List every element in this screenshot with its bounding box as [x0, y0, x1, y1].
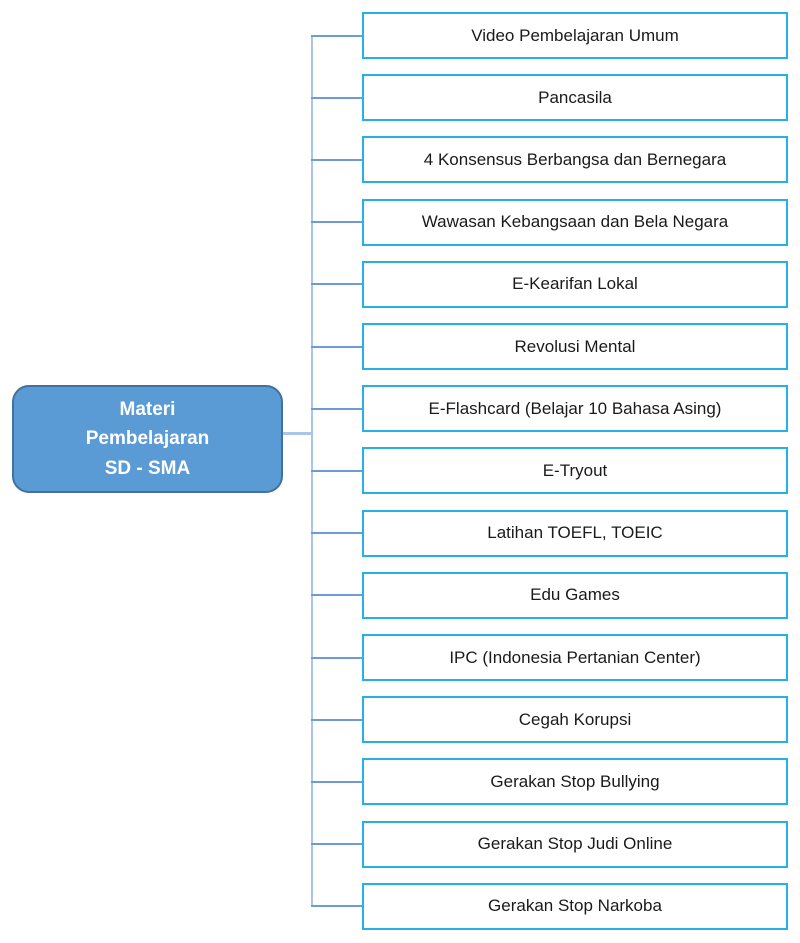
node-label: IPC (Indonesia Pertanian Center)	[449, 647, 701, 667]
branch-connector-line	[311, 34, 362, 37]
node-box: Gerakan Stop Judi Online	[362, 820, 788, 868]
tree-branch-row: E-Kearifan Lokal	[311, 260, 788, 308]
tree-branch-row: IPC (Indonesia Pertanian Center)	[311, 634, 788, 681]
node-box: Latihan TOEFL, TOEIC	[362, 509, 788, 557]
node-box: Gerakan Stop Narkoba	[362, 882, 788, 930]
branch-connector-line	[311, 780, 362, 783]
tree-branch-row: Video Pembelajaran Umum	[311, 12, 788, 59]
branch-connector-line	[311, 283, 362, 286]
node-label: Gerakan Stop Judi Online	[477, 834, 673, 854]
node-box: 4 Konsensus Berbangsa dan Bernegara	[362, 136, 788, 184]
tree-branch-row: Cegah Korupsi	[311, 696, 788, 744]
branch-connector-line	[311, 469, 362, 472]
branch-connector-line	[311, 345, 362, 348]
tree-branch-row: Pancasila	[311, 74, 788, 122]
node-label: Pancasila	[538, 87, 612, 107]
branch-connector-line	[311, 532, 362, 535]
node-label: Wawasan Kebangsaan dan Bela Negara	[421, 212, 729, 232]
branch-connector-line	[311, 594, 362, 597]
tree-branch-row: 4 Konsensus Berbangsa dan Bernegara	[311, 136, 788, 184]
tree-branch-row: E-Tryout	[311, 447, 788, 495]
node-box: Edu Games	[362, 571, 788, 619]
root-connector-line	[283, 432, 311, 435]
tree-branch-row: Gerakan Stop Judi Online	[311, 820, 788, 868]
node-label: E-Tryout	[542, 460, 608, 480]
node-box: E-Flashcard (Belajar 10 Bahasa Asing)	[362, 385, 788, 433]
tree-branch-row: Gerakan Stop Bullying	[311, 758, 788, 806]
branch-connector-line	[311, 407, 362, 410]
branch-connector-line	[311, 221, 362, 224]
root-node-label: Materi Pembelajaran SD - SMA	[85, 398, 210, 479]
tree-branch-row: Latihan TOEFL, TOEIC	[311, 509, 788, 557]
node-box: Cegah Korupsi	[362, 696, 788, 744]
branch-connector-line	[311, 656, 362, 659]
node-box: Pancasila	[362, 74, 788, 122]
node-label: 4 Konsensus Berbangsa dan Bernegara	[423, 149, 727, 169]
node-label: E-Flashcard (Belajar 10 Bahasa Asing)	[428, 398, 722, 418]
node-box: E-Kearifan Lokal	[362, 260, 788, 308]
branch-connector-line	[311, 96, 362, 99]
node-label: Edu Games	[530, 585, 620, 605]
branch-connector-line	[311, 718, 362, 721]
tree-branch-row: Revolusi Mental	[311, 323, 788, 370]
node-label: Revolusi Mental	[514, 336, 636, 356]
branch-connector-line	[311, 905, 362, 908]
tree-branch-row: Edu Games	[311, 571, 788, 619]
node-box: IPC (Indonesia Pertanian Center)	[362, 634, 788, 681]
node-label: E-Kearifan Lokal	[512, 274, 638, 294]
tree-branch-row: Wawasan Kebangsaan dan Bela Negara	[311, 198, 788, 246]
tree-branch-row: Gerakan Stop Narkoba	[311, 882, 788, 930]
branch-connector-line	[311, 843, 362, 846]
node-box: Wawasan Kebangsaan dan Bela Negara	[362, 198, 788, 246]
branch-connector-line	[311, 158, 362, 161]
root-node: Materi Pembelajaran SD - SMA	[12, 385, 283, 493]
node-label: Latihan TOEFL, TOEIC	[487, 523, 663, 543]
node-box: Revolusi Mental	[362, 323, 788, 370]
node-box: E-Tryout	[362, 447, 788, 495]
node-box: Video Pembelajaran Umum	[362, 12, 788, 59]
node-label: Cegah Korupsi	[518, 709, 632, 729]
node-label: Gerakan Stop Bullying	[490, 771, 660, 791]
tree-branch-row: E-Flashcard (Belajar 10 Bahasa Asing)	[311, 385, 788, 433]
node-box: Gerakan Stop Bullying	[362, 758, 788, 806]
node-label: Video Pembelajaran Umum	[471, 25, 679, 45]
node-label: Gerakan Stop Narkoba	[488, 896, 662, 916]
